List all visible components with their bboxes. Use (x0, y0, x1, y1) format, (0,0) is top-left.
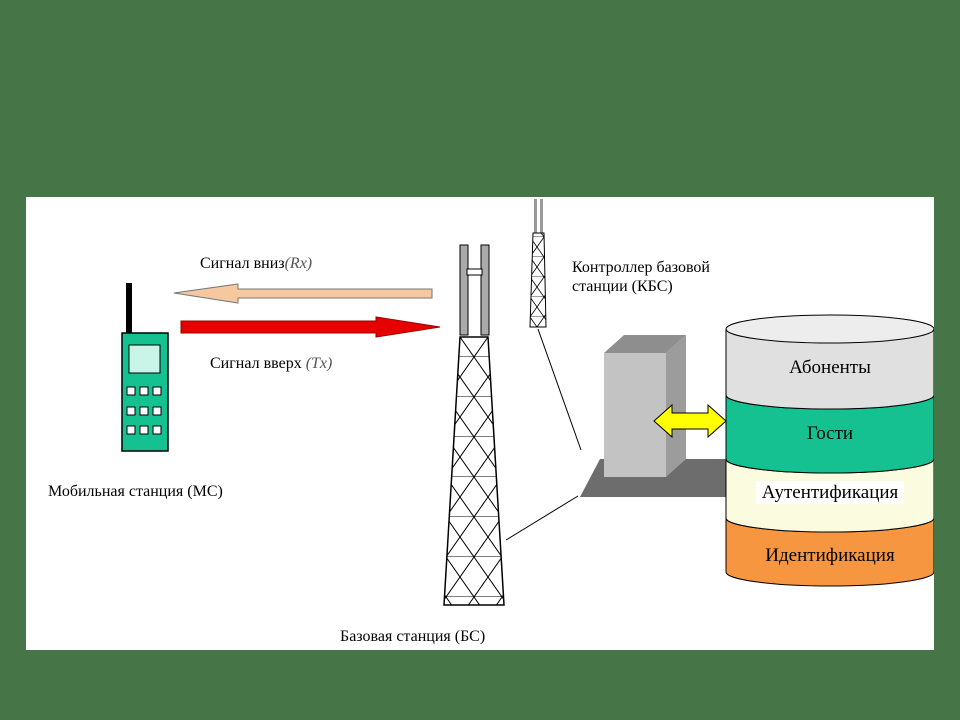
uplink-label: Сигнал вверх (Tx) (210, 355, 333, 372)
db-layer-subscribers: Абоненты (789, 357, 871, 378)
uplink-arrow-icon (180, 316, 441, 338)
base-station-label: Базовая станция (БС) (340, 628, 486, 645)
database-cylinder-icon (725, 314, 934, 587)
mobile-phone-icon (121, 283, 169, 452)
downlink-label: Сигнал вниз(Rx) (200, 255, 313, 272)
db-layer-authentication: Аутентификация (726, 481, 934, 504)
station-link-line (505, 495, 579, 541)
db-layer-guests: Гости (806, 423, 854, 444)
controller-box-icon (580, 335, 760, 497)
diagram-canvas (121, 199, 934, 606)
tower-link-line (537, 328, 582, 451)
db-layer-identification: Идентификация (765, 545, 895, 566)
downlink-arrow-icon (173, 283, 433, 304)
mobile-station-label: Мобильная станция (МС) (48, 483, 223, 500)
bsc-label: Контроллер базовой станции (КБС) (572, 259, 710, 295)
bidirectional-arrow-icon (653, 403, 727, 439)
controller-tower-icon (529, 199, 547, 328)
diagram-panel: Сигнал вниз(Rx) Сигнал вверх (Tx) Мобиль… (26, 197, 934, 650)
base-station-tower-icon (443, 244, 505, 606)
